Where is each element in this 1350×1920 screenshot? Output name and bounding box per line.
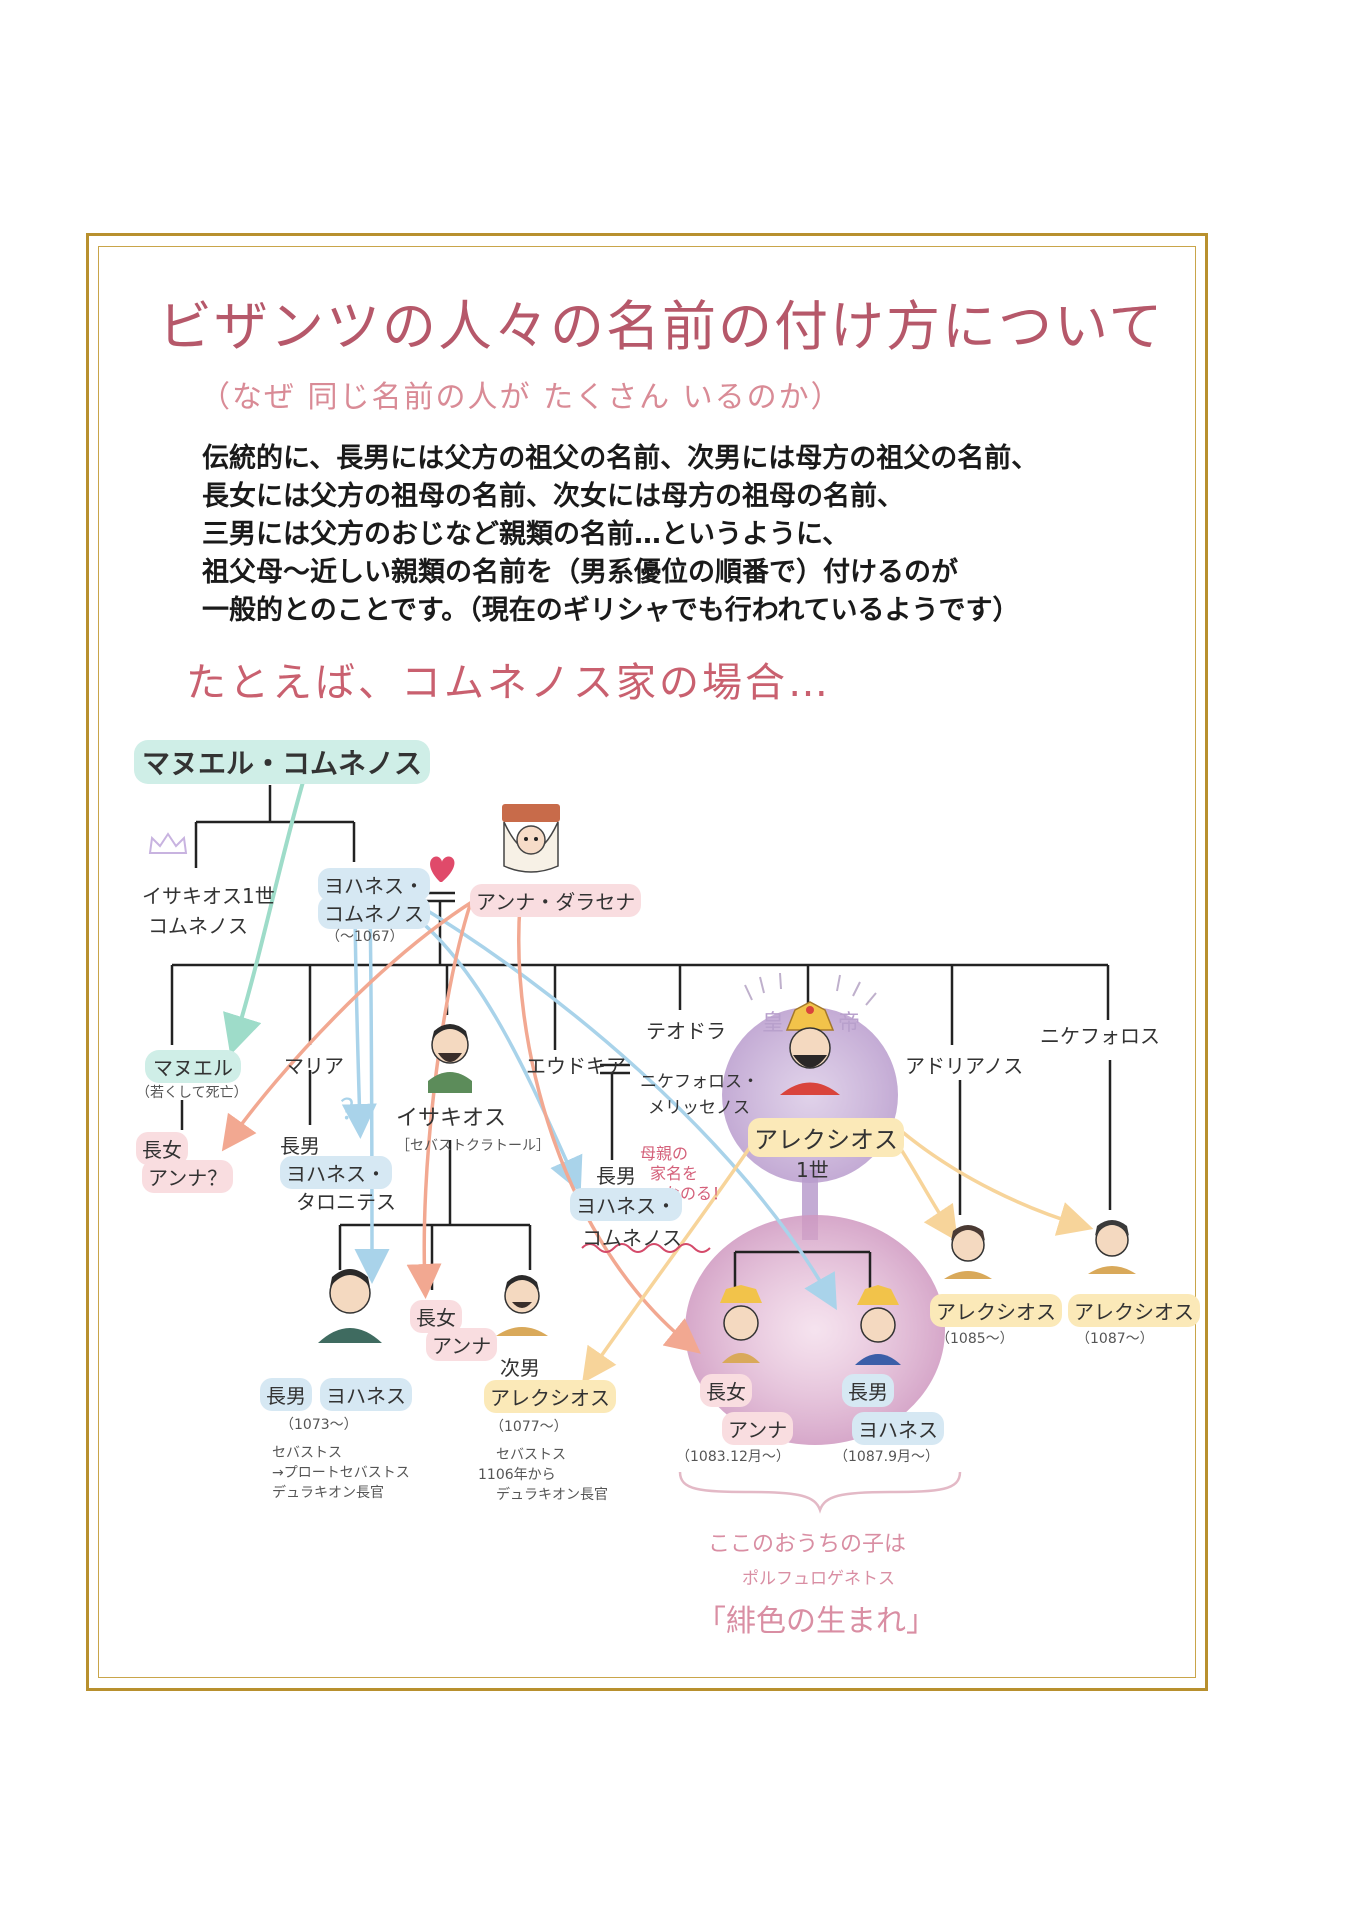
- ioannes-sebastos-note-2: →プロートセバストス: [272, 1465, 410, 1481]
- alexios-1085-name[interactable]: アレクシオス: [930, 1294, 1062, 1327]
- isaakios-1-surname: コムネノス: [148, 914, 248, 938]
- ioannes-2-name[interactable]: ヨハネス: [852, 1412, 944, 1445]
- ioannes-sebastos-dates: （1073〜）: [280, 1417, 358, 1433]
- ioannes-sebastos-role: 長男: [260, 1378, 312, 1411]
- anna-komnene-portrait: [720, 1285, 762, 1363]
- maternal-name-note-1: 母親の: [640, 1144, 689, 1163]
- anna-q-role: 長女: [136, 1132, 188, 1165]
- alexios-son-note-3: デュラキオン長官: [496, 1487, 608, 1503]
- explanation-line: 伝統的に、長男には父方の祖父の名前、次男には母方の祖父の名前、: [202, 443, 1039, 474]
- page-subtitle: （なぜ 同じ名前の人が たくさん いるのか）: [200, 380, 843, 415]
- ioannes-taronites-role: 長男: [280, 1134, 320, 1158]
- ioannes-komnenos-m-role: 長男: [596, 1164, 636, 1188]
- outer-frame: [86, 233, 1208, 1691]
- ioannes-taronites-question: ？: [340, 1093, 369, 1126]
- crown-label-2: 帝: [838, 1011, 861, 1036]
- isaakios-name[interactable]: イサキオス: [396, 1106, 507, 1131]
- anna-komnene-name[interactable]: アンナ: [722, 1412, 794, 1445]
- alexios-son-role: 次男: [500, 1356, 540, 1380]
- explanation-line: 三男には父方のおじなど親類の名前…というように、: [202, 519, 850, 550]
- alexios-1087-name[interactable]: アレクシオス: [1068, 1294, 1200, 1327]
- ioannes-komnenos-dates: （〜1067）: [326, 929, 404, 945]
- explanation-line: 一般的とのことです。（現在のギリシャでも行われているようです）: [202, 595, 1020, 626]
- root-manuel-komnenos[interactable]: マヌエル・コムネノス: [134, 740, 431, 784]
- porphyro-note-3: 「緋色の生まれ」: [696, 1604, 936, 1639]
- nikephoros-name[interactable]: ニケフォロス: [1040, 1024, 1160, 1048]
- ioannes-sebastos-note-1: セバストス: [272, 1445, 342, 1461]
- ioannes-2-dates: （1087.9月〜）: [834, 1449, 939, 1465]
- maternal-name-note-2: 家名を: [650, 1164, 699, 1183]
- anna-q-name[interactable]: アンナ？: [142, 1160, 234, 1193]
- porphyro-note-1: ここのおうちの子は: [708, 1532, 907, 1557]
- ioannes-taronites-name[interactable]: ヨハネス・: [280, 1156, 392, 1189]
- ioannes-taronites-surname: タロニテス: [296, 1190, 396, 1214]
- page-title: ビザンツの人々の名前の付け方について: [158, 295, 1165, 358]
- alexios-son-note-2: 1106年から: [478, 1467, 556, 1483]
- inner-frame: [98, 246, 1196, 1678]
- alexios-1087-dates: （1087〜）: [1076, 1331, 1154, 1347]
- manuel-name[interactable]: マヌエル: [145, 1050, 241, 1083]
- anna-komnene-dates: （1083.12月〜）: [676, 1449, 790, 1465]
- anna-isaakios-role: 長女: [410, 1300, 462, 1333]
- ioannes-sebastos-note-3: デュラキオン長官: [272, 1485, 384, 1501]
- ioannes-komnenos-portrait: [855, 1285, 901, 1365]
- isaakios-1-name[interactable]: イサキオス1世: [142, 884, 275, 908]
- explanation-line: 祖父母〜近しい親類の名前を（男系優位の順番で）付けるのが: [202, 557, 958, 588]
- example-heading: たとえば、コムネノス家の場合…: [186, 660, 831, 706]
- explanation-text: 伝統的に、長男には父方の祖父の名前、次男には母方の祖父の名前、 長女には父方の祖…: [202, 440, 1038, 630]
- alexios-1-regnal: 1世: [796, 1158, 829, 1182]
- alexios-1085-portrait: [944, 1225, 992, 1279]
- nikephoros-melissenos-surname: メリッセノス: [648, 1098, 750, 1118]
- nikephoros-melissenos-name[interactable]: ニケフォロス・: [640, 1072, 759, 1092]
- ioannes-sebastos-portrait: [318, 1269, 382, 1343]
- anna-dalassena-portrait: [502, 804, 560, 873]
- alexios-1087-portrait: [1088, 1220, 1136, 1274]
- isaakios-title: ［セバストクラトール］: [396, 1138, 550, 1154]
- ioannes-komnenos-m-name[interactable]: ヨハネス・: [570, 1188, 682, 1221]
- anna-isaakios-name[interactable]: アンナ: [426, 1328, 498, 1361]
- ioannes-komnenos-surname: コムネノス: [318, 896, 430, 929]
- alexios-1085-dates: （1085〜）: [936, 1331, 1014, 1347]
- ioannes-2-role: 長男: [842, 1374, 894, 1407]
- alexios-son-portrait: [496, 1275, 548, 1336]
- alexios-son-dates: （1077〜）: [490, 1419, 568, 1435]
- alexios-emperor-portrait[interactable]: [765, 1000, 855, 1100]
- anna-komnene-role: 長女: [700, 1374, 752, 1407]
- ioannes-komnenos-name[interactable]: ヨハネス・: [318, 868, 430, 901]
- maria-name[interactable]: マリア: [284, 1054, 344, 1078]
- alexios-1-name[interactable]: アレクシオス: [748, 1118, 904, 1157]
- alexios-son-name[interactable]: アレクシオス: [484, 1380, 616, 1413]
- adrianos-name[interactable]: アドリアノス: [905, 1054, 1024, 1078]
- ioannes-komnenos-m-surname: コムネノス: [582, 1226, 682, 1250]
- eudokia-name[interactable]: エウドキア: [526, 1054, 626, 1078]
- porphyro-note-2: ポルフュロゲネトス: [742, 1569, 895, 1589]
- isaakios-portrait: [428, 1024, 472, 1093]
- ioannes-sebastos-name[interactable]: ヨハネス: [320, 1378, 412, 1411]
- alexios-son-note-1: セバストス: [496, 1447, 566, 1463]
- anna-dalassena-name[interactable]: アンナ・ダラセナ: [470, 884, 642, 917]
- manuel-note: （若くして死亡）: [136, 1085, 248, 1101]
- explanation-line: 長女には父方の祖母の名前、次女には母方の祖母の名前、: [202, 481, 904, 512]
- crown-label-1: 皇: [762, 1011, 785, 1036]
- theodora-name[interactable]: テオドラ: [646, 1019, 726, 1043]
